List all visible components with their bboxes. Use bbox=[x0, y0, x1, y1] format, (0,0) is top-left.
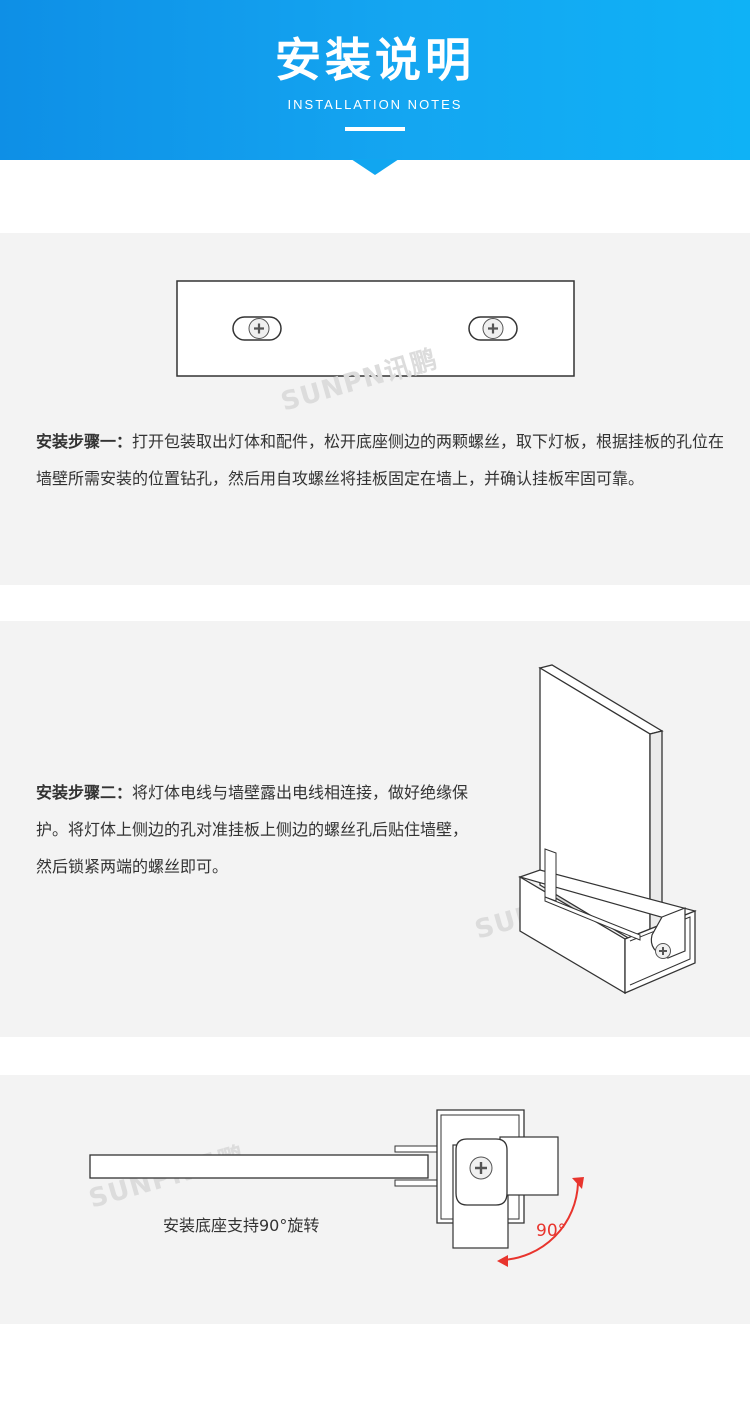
screw-icon bbox=[655, 943, 671, 959]
step-2-description: 安装步骤二：将灯体电线与墙壁露出电线相连接，做好绝缘保护。将灯体上侧边的孔对准挂… bbox=[36, 774, 476, 885]
screw-slot-right-icon bbox=[468, 316, 518, 341]
step-2-label: 安装步骤二： bbox=[36, 783, 133, 802]
mounting-plate-illustration bbox=[176, 280, 575, 377]
rotation-arrow-icon bbox=[497, 1177, 584, 1267]
title-underline bbox=[345, 127, 405, 131]
step-1-panel: SUNPN讯鹏 安装步骤一：打开包装取出灯体和配件，松开底座侧边的两颗螺丝，取下… bbox=[0, 233, 750, 585]
banner-notch bbox=[351, 159, 399, 175]
rotation-panel: SUNPN讯鹏 安装底座支持90°旋转 90° bbox=[0, 1075, 750, 1324]
screw-slot-left-icon bbox=[232, 316, 282, 341]
page-title: 安装说明 bbox=[275, 33, 475, 87]
step-1-label: 安装步骤一： bbox=[36, 432, 133, 451]
screw-icon bbox=[469, 1156, 493, 1180]
step-1-description: 安装步骤一：打开包装取出灯体和配件，松开底座侧边的两颗螺丝，取下灯板，根据挂板的… bbox=[36, 423, 726, 497]
rotation-angle-label: 90° bbox=[536, 1221, 567, 1241]
light-box-illustration bbox=[518, 664, 697, 995]
header-banner: 安装说明 INSTALLATION NOTES bbox=[0, 0, 750, 160]
step-2-text: 将灯体电线与墙壁露出电线相连接，做好绝缘保护。将灯体上侧边的孔对准挂板上侧边的螺… bbox=[36, 783, 469, 876]
step-1-text: 打开包装取出灯体和配件，松开底座侧边的两颗螺丝，取下灯板，根据挂板的孔位在墙壁所… bbox=[36, 432, 725, 488]
step-2-panel: SUNPN讯鹏 安装步骤二：将灯体电线与墙壁露出电线相连接，做好绝缘保护。将灯体… bbox=[0, 621, 750, 1037]
rotation-illustration bbox=[89, 1109, 584, 1267]
page-subtitle: INSTALLATION NOTES bbox=[287, 97, 463, 112]
rotation-caption: 安装底座支持90°旋转 bbox=[163, 1216, 320, 1235]
